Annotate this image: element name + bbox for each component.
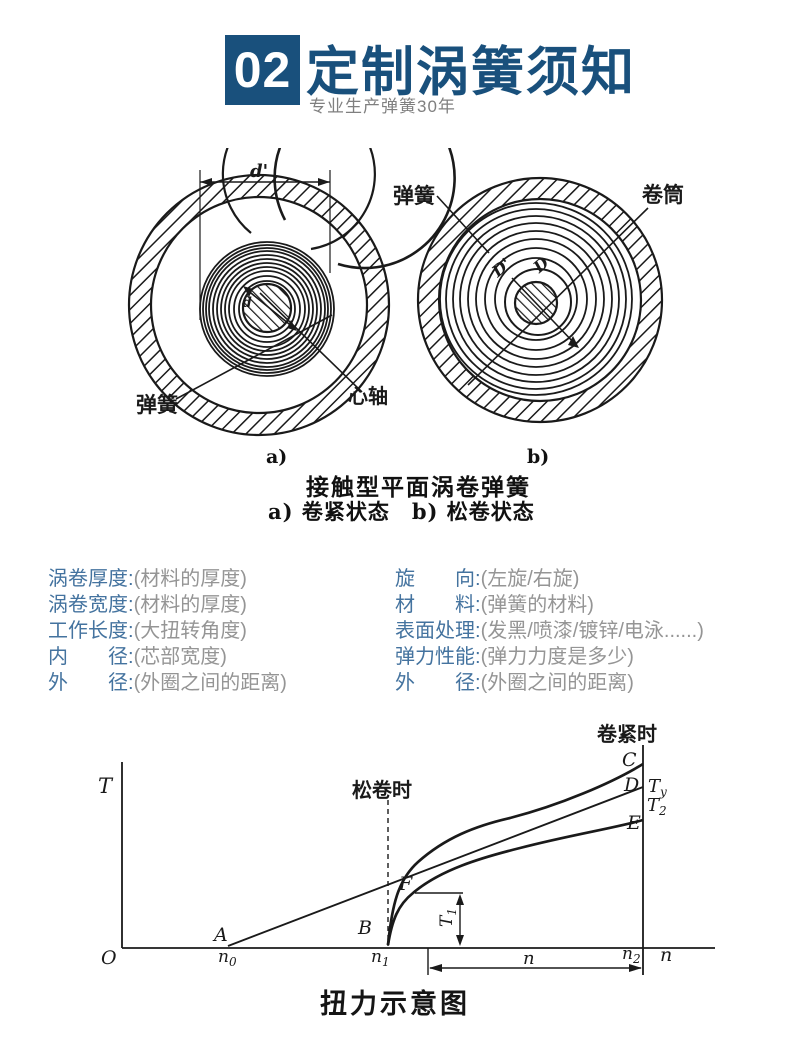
spec-row: 外 径:(外圈之间的距离) xyxy=(395,670,704,696)
spec-row: 涡卷厚度:(材料的厚度) xyxy=(48,566,287,592)
torque-ty: Ty xyxy=(648,776,667,799)
tick-n0: n0 xyxy=(218,947,237,969)
torque-chart: T O n 松卷时 卷紧时 A B C D E F n0 n1 n2 Ty T2… xyxy=(98,722,715,975)
spec-label: 外 径: xyxy=(48,672,134,694)
spec-value: (发黑/喷漆/镀锌/电泳......) xyxy=(480,620,704,642)
figure-caption-title: 接触型平面涡卷弹簧 xyxy=(306,474,531,501)
curve-unwinding-B-F-E xyxy=(386,818,644,946)
figure-b-loose-spring: D' D 弹簧 卷筒 xyxy=(393,176,684,424)
figure-caption-states: a) 卷紧状态 b) 松卷状态 xyxy=(268,499,535,524)
section-number-box: 02 xyxy=(225,35,300,105)
spec-value: (外圈之间的距离) xyxy=(480,672,634,694)
spec-label: 涡卷厚度: xyxy=(48,568,134,590)
spec-value: (弹力力度是多少) xyxy=(480,646,634,668)
origin-label: O xyxy=(101,947,117,969)
drum-label: 卷筒 xyxy=(642,183,684,207)
state-tight-label: 卷紧时 xyxy=(597,722,657,746)
point-C: C xyxy=(622,749,637,771)
curve-winding-B-C xyxy=(386,762,644,946)
spec-row: 旋 向:(左旋/右旋) xyxy=(395,566,704,592)
line-A-D xyxy=(227,786,644,947)
section-number: 02 xyxy=(233,42,292,98)
core-dim-label: d xyxy=(242,295,252,311)
chart-title: 扭力示意图 xyxy=(320,989,470,1019)
figure-a-wound-spring: d d' 弹簧 心轴 xyxy=(127,148,456,437)
spec-value: (芯部宽度) xyxy=(133,646,227,668)
spec-label: 材 料: xyxy=(395,594,481,616)
point-B: B xyxy=(357,917,372,939)
spec-label: 弹力性能: xyxy=(395,646,481,668)
y-axis-label: T xyxy=(98,774,114,798)
coil-bundle-a xyxy=(199,241,335,377)
spec-value: (左旋/右旋) xyxy=(480,568,580,590)
state-loose-label: 松卷时 xyxy=(352,778,412,802)
spring-label-a: 弹簧 xyxy=(136,393,178,417)
coil-bundle-b xyxy=(439,202,633,396)
point-F: F xyxy=(398,873,413,895)
spring-diagrams: d d' 弹簧 心轴 xyxy=(127,148,684,437)
spec-label: 工作长度: xyxy=(48,620,134,642)
spec-label: 内 径: xyxy=(48,646,134,668)
spec-label: 表面处理: xyxy=(395,620,481,642)
figure-a-tag: a) xyxy=(266,446,288,468)
spec-row: 表面处理:(发黑/喷漆/镀锌/电泳......) xyxy=(395,618,704,644)
spec-row: 内 径:(芯部宽度) xyxy=(48,644,287,670)
page-subtitle: 专业生产弹簧30年 xyxy=(309,97,456,116)
spec-value: (材料的厚度) xyxy=(133,594,247,616)
tick-n2: n2 xyxy=(622,944,641,966)
tick-n1: n1 xyxy=(371,947,390,969)
torque-t2: T2 xyxy=(647,795,667,818)
spec-row: 弹力性能:(弹力力度是多少) xyxy=(395,644,704,670)
spec-label: 旋 向: xyxy=(395,568,481,590)
spec-row: 外 径:(外圈之间的距离) xyxy=(48,670,287,696)
spec-value: (外圈之间的距离) xyxy=(133,672,287,694)
spec-row: 工作长度:(大扭转角度) xyxy=(48,618,287,644)
spec-column-right: 旋 向:(左旋/右旋) 材 料:(弹簧的材料) 表面处理:(发黑/喷漆/镀锌/电… xyxy=(395,566,704,696)
spec-value: (大扭转角度) xyxy=(133,620,247,642)
point-A: A xyxy=(212,924,228,946)
spec-row: 材 料:(弹簧的材料) xyxy=(395,592,704,618)
span-n-label: n xyxy=(523,948,535,969)
spec-label: 涡卷宽度: xyxy=(48,594,134,616)
outer-dim-label: d' xyxy=(250,161,268,182)
point-E: E xyxy=(626,812,641,834)
mandrel-label: 心轴 xyxy=(348,384,388,408)
point-D: D xyxy=(623,774,639,796)
spec-row: 涡卷宽度:(材料的厚度) xyxy=(48,592,287,618)
x-axis-label: n xyxy=(660,944,672,966)
spring-label-b: 弹簧 xyxy=(393,184,435,208)
spec-value: (材料的厚度) xyxy=(133,568,247,590)
torque-t1: T1 xyxy=(437,908,459,927)
spec-value: (弹簧的材料) xyxy=(480,594,594,616)
spec-label: 外 径: xyxy=(395,672,481,694)
figure-b-tag: b) xyxy=(527,446,550,468)
page-title: 定制涡簧须知 xyxy=(306,43,636,102)
spec-column-left: 涡卷厚度:(材料的厚度) 涡卷宽度:(材料的厚度) 工作长度:(大扭转角度) 内… xyxy=(48,566,287,696)
